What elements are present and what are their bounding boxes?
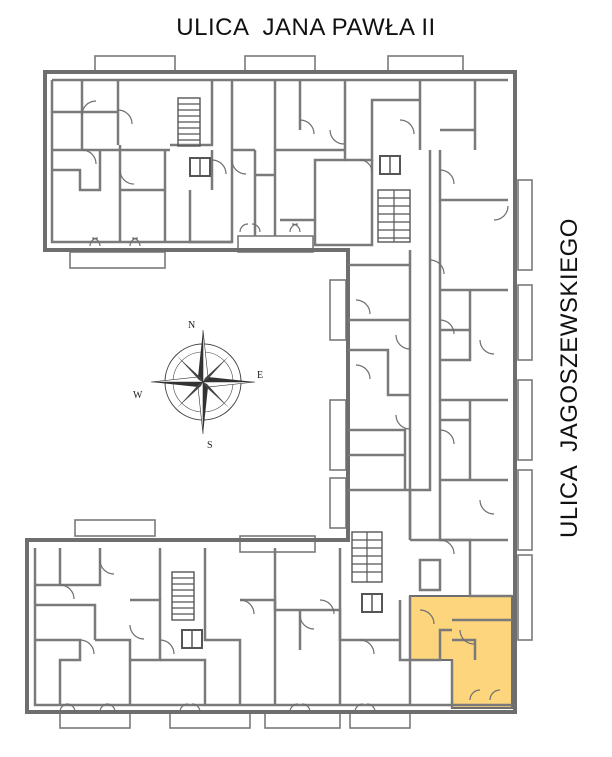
stairwell-east bbox=[351, 531, 383, 583]
balconies bbox=[59, 55, 533, 729]
highlighted-apartment[interactable] bbox=[409, 595, 513, 709]
elevator-south bbox=[181, 629, 203, 649]
compass-north-label: N bbox=[188, 320, 195, 331]
top-wing-rooms bbox=[50, 80, 508, 247]
compass-east-label: E bbox=[257, 370, 263, 381]
door-swings bbox=[59, 100, 509, 713]
elevator-east bbox=[361, 593, 383, 613]
outer-walls bbox=[25, 70, 517, 714]
stairwell-top-left bbox=[177, 97, 201, 147]
elevators-top bbox=[189, 155, 401, 177]
east-wing-rooms bbox=[348, 150, 512, 598]
stairwell-south bbox=[171, 571, 195, 621]
stairwell-top-right bbox=[377, 189, 411, 243]
compass-west-label: W bbox=[133, 390, 143, 401]
compass-rose-icon: N E S W bbox=[133, 320, 263, 451]
south-wing-rooms bbox=[33, 548, 512, 708]
compass-south-label: S bbox=[207, 440, 213, 451]
street-label-top: ULICA JANA PAWŁA II bbox=[176, 14, 436, 41]
